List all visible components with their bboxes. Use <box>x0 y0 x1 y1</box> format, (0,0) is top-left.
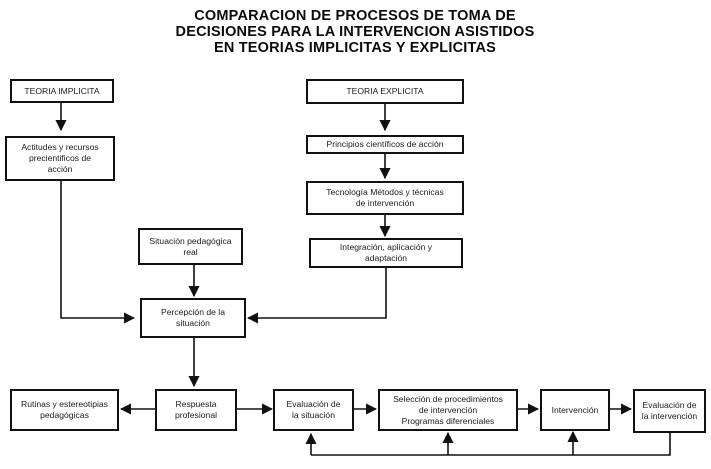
node-actitudes: Actitudes y recursos precientificos de a… <box>5 136 115 181</box>
edge-actitudes-to-percepcion <box>60 180 136 324</box>
node-label: de intervención <box>355 198 415 208</box>
node-label: adaptación <box>364 253 408 263</box>
node-label: Principios científicos de acción <box>326 139 444 149</box>
node-situacion-pedagogica: Situación pedagógica real <box>138 228 243 265</box>
node-evaluacion-situacion: Evaluación de la situación <box>273 389 354 431</box>
node-label: precientificos de <box>28 153 92 163</box>
node-teoria-implicita: TEORIA IMPLICITA <box>10 79 114 103</box>
node-label: profesional <box>174 410 218 420</box>
node-label: TEORIA EXPLICITA <box>346 86 424 96</box>
node-label: de intervención <box>418 404 478 415</box>
node-label: Selección de procedimientos <box>393 393 503 404</box>
node-label: Programas diferenciales <box>401 415 495 426</box>
node-label: Percepción de la <box>160 307 226 317</box>
node-label: Situación pedagógica <box>149 235 232 246</box>
node-principios: Principios científicos de acción <box>306 135 464 154</box>
node-seleccion: Selección de procedimientos de intervenc… <box>378 389 518 431</box>
node-label: Integración, aplicación y <box>339 242 433 252</box>
node-label: situación <box>176 318 210 328</box>
node-intervencion: Intervención <box>540 389 610 431</box>
diagram-title: COMPARACION DE PROCESOS DE TOMA DE DECIS… <box>120 8 590 56</box>
node-label: Intervención <box>551 404 599 415</box>
title-line-3: EN TEORIAS IMPLICITAS Y EXPLICITAS <box>213 40 497 56</box>
node-rutinas: Rutinas y estereotipias pedagógicas <box>10 389 119 431</box>
node-label: TEORIA IMPLICITA <box>24 85 100 96</box>
node-label: la intervención <box>641 411 698 421</box>
node-label: Tecnología Métodos y técnicas <box>326 187 444 197</box>
node-label: Respuesta <box>175 399 217 409</box>
edge-feedback-loop <box>311 433 671 456</box>
node-label: Evaluación de <box>286 399 341 409</box>
node-evaluacion-intervencion: Evaluación de la intervención <box>633 389 706 433</box>
title-line-2: DECISIONES PARA LA INTERVENCION ASISTIDO… <box>175 24 535 40</box>
node-teoria-explicita: TEORIA EXPLICITA <box>306 79 464 104</box>
node-label: Evaluación de <box>642 400 697 410</box>
node-respuesta: Respuesta profesional <box>155 389 237 431</box>
node-label: la situación <box>292 410 335 420</box>
node-label: acción <box>47 164 73 174</box>
node-label: real <box>183 246 198 257</box>
node-label: Rutinas y estereotipias <box>21 399 108 409</box>
node-tecnologia: Tecnología Métodos y técnicas de interve… <box>306 181 464 215</box>
node-label: pedagógicas <box>40 410 89 420</box>
node-percepcion: Percepción de la situación <box>140 298 246 338</box>
edge-integracion-to-percepcion <box>246 267 387 324</box>
node-label: Actitudes y recursos <box>21 142 99 152</box>
title-line-1: COMPARACION DE PROCESOS DE TOMA DE <box>194 8 516 24</box>
node-integracion: Integración, aplicación y adaptación <box>309 238 463 268</box>
